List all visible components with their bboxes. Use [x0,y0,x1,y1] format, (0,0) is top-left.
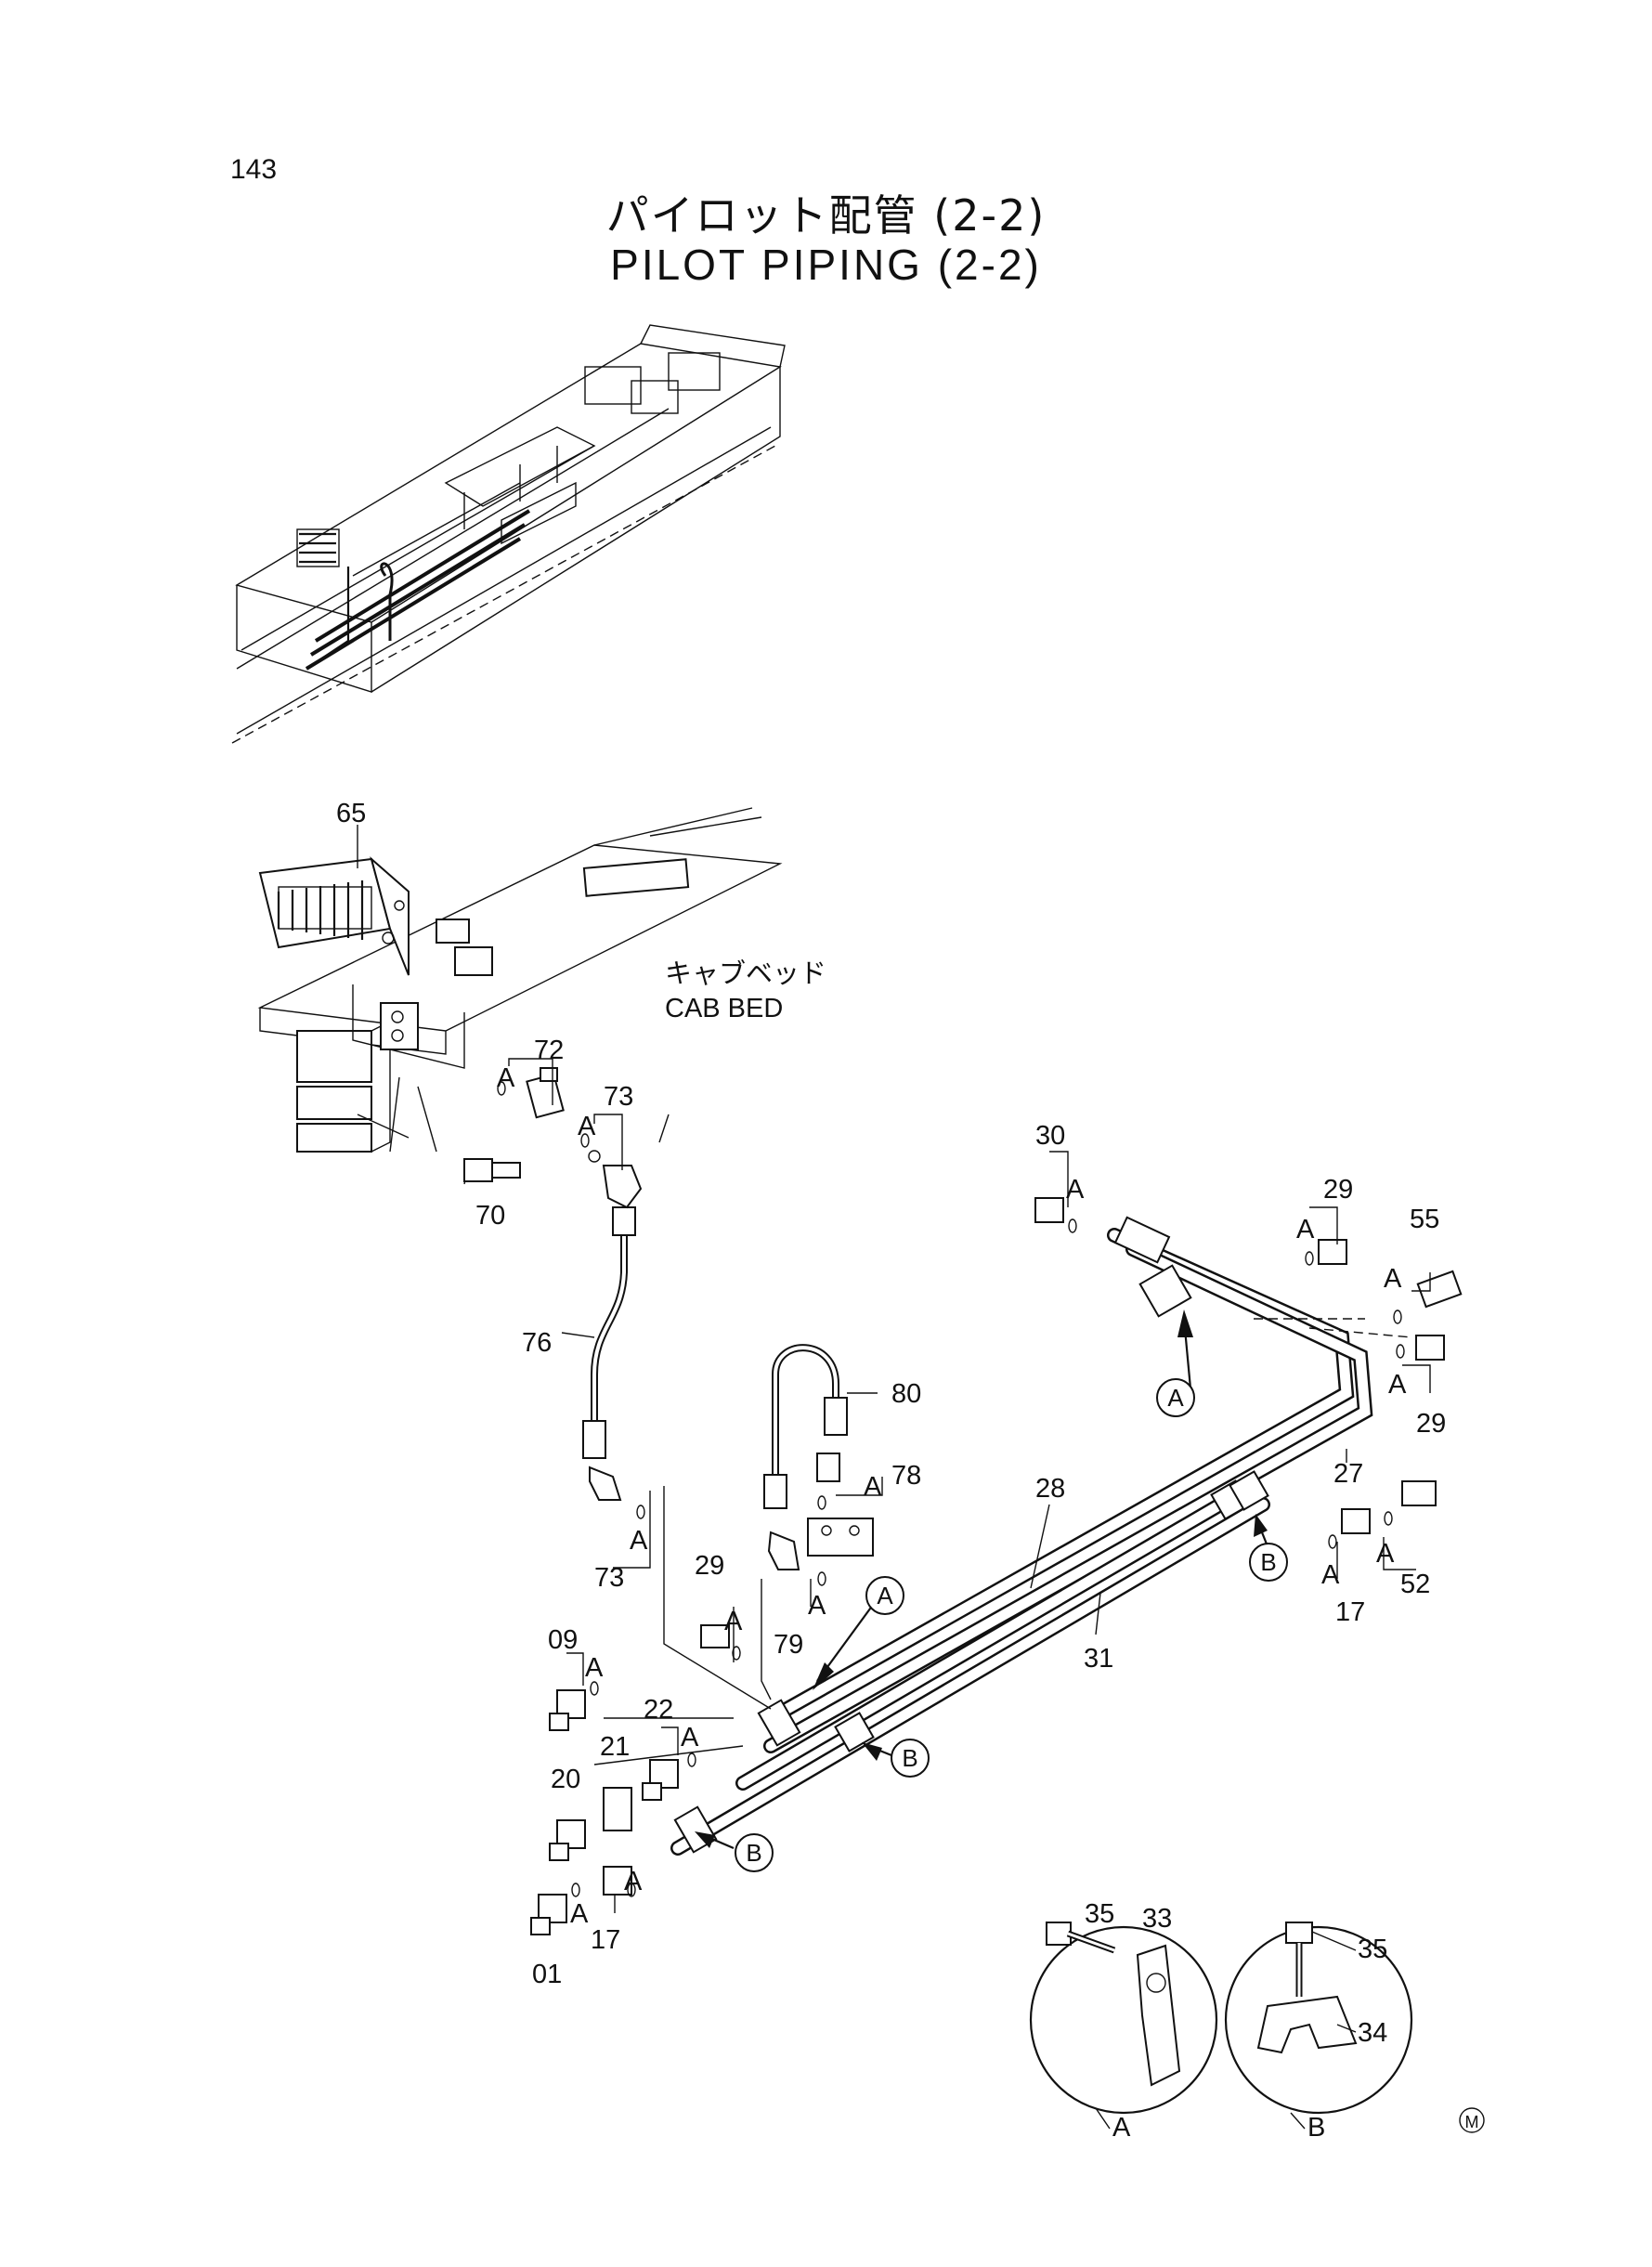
o-ring-a-label: A [585,1653,604,1683]
plug-29-right [1415,1335,1445,1361]
detail-b-label-35: 35 [1358,1935,1387,1964]
detail-a-title: A [1112,2113,1131,2143]
fitting-55 [1416,1270,1463,1309]
plug-29-left [700,1624,730,1648]
plug-29-upper-right [1318,1239,1347,1265]
o-ring-a-label: A [1384,1264,1402,1294]
overview-machine-illustration [231,324,786,744]
part-label-29-left: 29 [695,1551,724,1581]
hose-76 [582,1206,636,1459]
plug-30 [1034,1197,1064,1223]
o-ring-brackets [508,1058,1431,1913]
part-number-labels: 65 72 73 70 76 80 78 73 79 29 09 22 21 2… [336,799,1446,1989]
part-label-21: 21 [600,1732,630,1762]
part-label-30: 30 [1035,1121,1065,1151]
fitting-09 [549,1689,586,1731]
fitting-70 [463,1158,521,1182]
detail-a-label-33: 33 [1142,1904,1172,1934]
part-label-72: 72 [534,1036,564,1065]
part-label-28: 28 [1035,1474,1065,1504]
part-label-80: 80 [891,1379,921,1409]
part-label-17-left: 17 [591,1925,620,1955]
fitting-22 [642,1759,679,1801]
callout-b-right: B [1249,1514,1288,1582]
part-label-22: 22 [644,1695,673,1725]
leader-lines [357,1114,1412,1765]
o-ring-a-markers: A A A A A A A A A A A A A A A A [497,1063,1407,1929]
callout-b-label: B [746,1839,761,1867]
m-mark-letter: M [1465,2113,1479,2131]
callout-a-upper-right: A [1156,1309,1195,1417]
cab-bed-label-en: CAB BED [665,994,783,1023]
part-label-20: 20 [551,1765,580,1794]
o-ring-a-label: A [578,1112,596,1141]
title-japanese: パイロット配管 (2-2) [605,190,1047,241]
part-label-29-right: 29 [1416,1409,1446,1439]
fitting-72 [526,1067,565,1119]
o-ring-a-label: A [681,1723,699,1752]
fitting-17-right [1341,1508,1371,1534]
part-label-31: 31 [1084,1644,1113,1674]
part-label-01: 01 [532,1960,562,1989]
callout-a-label: A [1167,1384,1184,1412]
callout-a-center: A [813,1576,904,1690]
fitting-78 [807,1453,874,1557]
part-label-29-upper: 29 [1323,1175,1353,1205]
part-label-65: 65 [336,799,366,828]
fitting-17-left [603,1866,632,1896]
hose-80 [763,1344,848,1509]
o-ring-a-label: A [570,1899,589,1929]
part-label-27: 27 [1333,1459,1363,1489]
detail-a-label-35: 35 [1085,1899,1114,1929]
o-ring-a-label: A [624,1867,643,1896]
part-label-73-lower: 73 [594,1563,624,1593]
fitting-20 [549,1819,586,1861]
callout-b-label: B [902,1744,917,1772]
fitting-52 [1401,1480,1437,1506]
o-ring-a-label: A [864,1472,882,1502]
page-number: 143 [230,154,278,185]
part-label-17-right: 17 [1335,1597,1365,1627]
o-ring-a-label: A [808,1591,826,1621]
part-label-70: 70 [475,1201,505,1231]
callout-b-label: B [1260,1548,1276,1576]
o-ring-a-label: A [724,1607,743,1636]
part-label-73-upper: 73 [604,1082,633,1112]
callout-a-label: A [877,1582,893,1609]
part-label-55: 55 [1410,1205,1439,1234]
swivel-joint-65 [258,825,410,976]
o-ring-a-label: A [1321,1560,1340,1590]
pipe-31 [670,1483,1270,1856]
elbow-73-lower [589,1466,622,1501]
o-rings [497,1081,1405,1897]
part-label-09: 09 [548,1625,578,1655]
o-ring-a-label: A [1296,1215,1315,1244]
o-ring-a-label: A [1388,1370,1407,1400]
detail-b-title: B [1307,2113,1325,2143]
callout-b-left: B [695,1831,774,1872]
title-english: PILOT PIPING (2-2) [610,241,1042,289]
fitting-01 [530,1894,567,1935]
part-label-78: 78 [891,1461,921,1491]
o-ring-a-label: A [630,1526,648,1556]
part-label-76: 76 [522,1328,552,1358]
o-ring-a-label: A [1376,1539,1395,1569]
callout-b-center: B [862,1739,930,1778]
elbow-73-upper [588,1150,643,1209]
detail-view-a: 35 33 A [1029,1899,1218,2143]
pipe-27 [763,1242,1373,1753]
fitting-21 [603,1787,632,1831]
part-label-52: 52 [1400,1570,1430,1599]
detail-view-b: 35 34 B [1224,1922,1413,2143]
part-label-79: 79 [774,1630,803,1660]
o-ring-a-label: A [1066,1175,1085,1205]
cab-bed-label-jp: キャブベッド [665,958,826,989]
elbow-79 [767,1531,800,1570]
circled-m-mark: M [1459,2107,1485,2133]
detail-b-label-34: 34 [1358,2018,1387,2048]
o-ring-a-label: A [497,1063,515,1093]
cab-bed-structure [257,807,783,1153]
